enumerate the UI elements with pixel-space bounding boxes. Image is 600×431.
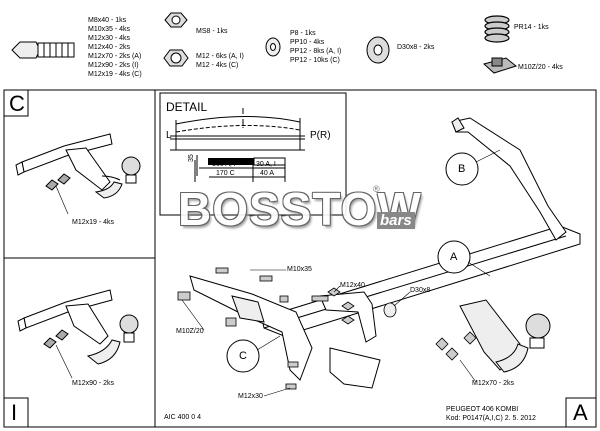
detail-dim-30: 30 A, I [256, 161, 276, 168]
callout-b-circle [445, 152, 479, 186]
footer-ref: Kod: P0147(A,I,C) 2. 5. 2012 [446, 415, 536, 422]
callout-c-circle [226, 339, 260, 373]
leader-lines [181, 149, 501, 397]
label-m10z20: M10Z/20 [176, 328, 204, 335]
nut-m12-icon [163, 49, 189, 67]
washer-item: PP12 - 10ks (C) [290, 57, 340, 64]
bolt-item: M12x40 - 2ks [88, 44, 131, 51]
panel-i-letter: I [11, 400, 18, 425]
nut-ms8-label: MS8 - 1ks [196, 28, 228, 35]
bolt-icon [11, 41, 75, 59]
bolt-item: M12x90 - 2ks (I) [88, 62, 139, 69]
detail-white-bar [253, 157, 286, 166]
bolt-item: M12x30 - 4ks [88, 35, 131, 42]
nut-item: M12 - 6ks (A, I) [196, 53, 244, 60]
clip-label: M10Z/20 - 4ks [518, 64, 563, 71]
callout-circles [226, 152, 479, 373]
brand-logo-sub: bars [377, 212, 415, 229]
bolt-item: M12x70 - 2ks (A) [88, 53, 142, 60]
washer-item: PP10 - 4ks [290, 39, 325, 46]
detail-black-bar [208, 158, 254, 165]
detail-dim-170: 170 C [216, 170, 235, 177]
detail-dim-40: 40 A [260, 170, 275, 177]
bolt-item: M12x19 - 4ks (C) [88, 71, 142, 78]
detail-right-label: P(R) [310, 130, 331, 141]
footer-model: PEUGEOT 406 KOMBI [446, 406, 519, 413]
detail-drawing [170, 108, 305, 182]
nut-item: M12 - 4ks (C) [196, 62, 239, 69]
main-fasteners [177, 267, 477, 390]
bolt-item: M8x40 - 1ks [88, 17, 127, 24]
washer-item: P8 - 1ks [290, 30, 316, 37]
main-tow-bar [189, 117, 581, 389]
spring-label: PR14 - 1ks [514, 24, 549, 31]
callout-a-label: A [450, 251, 458, 263]
panel-i-bolt-label: M12x90 - 2ks [72, 380, 115, 387]
callout-a-circle [437, 240, 471, 274]
bolt-list: M8x40 - 1ks M10x35 - 4ks M12x30 - 4ks M1… [88, 16, 142, 79]
washer-item: PP12 - 8ks (A, I) [290, 48, 342, 55]
callout-b-label: B [458, 163, 466, 175]
panel-c-bolt-label: M12x19 - 4ks [72, 219, 115, 226]
callout-c-label: C [239, 350, 247, 362]
box-c [3, 89, 29, 117]
label-d30x8: D30x8 [410, 287, 431, 294]
box-i [3, 397, 29, 428]
nut-ms8-icon [164, 12, 188, 28]
panel-a-letter: A [573, 400, 588, 425]
label-m12x70: M12x70 - 2ks [472, 380, 515, 387]
washer-icon [265, 37, 281, 57]
label-m10x35: M10x35 [287, 266, 312, 273]
panel-c-sketch [15, 133, 141, 199]
detail-box [159, 92, 347, 216]
bushing-icon [366, 36, 390, 64]
bushing-label: D30x8 - 2ks [397, 44, 435, 51]
detail-dim-160: 160 A, I [212, 161, 236, 168]
brand-registered-mark: ® [373, 184, 380, 194]
nut-m12-list: M12 - 6ks (A, I) M12 - 4ks (C) [196, 52, 244, 70]
bolt-item: M10x35 - 4ks [88, 26, 131, 33]
clip-icon [482, 57, 518, 74]
label-m12x30: M12x30 [238, 393, 263, 400]
footer-code: AIC 400 0 4 [164, 414, 201, 421]
label-m12x40: M12x40 [340, 282, 365, 289]
panel-c-letter: C [9, 91, 25, 116]
detail-dim-35: 35 [188, 154, 195, 162]
washer-list: P8 - 1ks PP10 - 4ks PP12 - 8ks (A, I) PP… [290, 29, 341, 65]
detail-title: DETAIL [166, 100, 208, 114]
detail-left-label: L [166, 130, 172, 141]
panel-i-sketch [17, 289, 139, 365]
box-a [565, 397, 597, 428]
spring-icon [484, 15, 510, 43]
